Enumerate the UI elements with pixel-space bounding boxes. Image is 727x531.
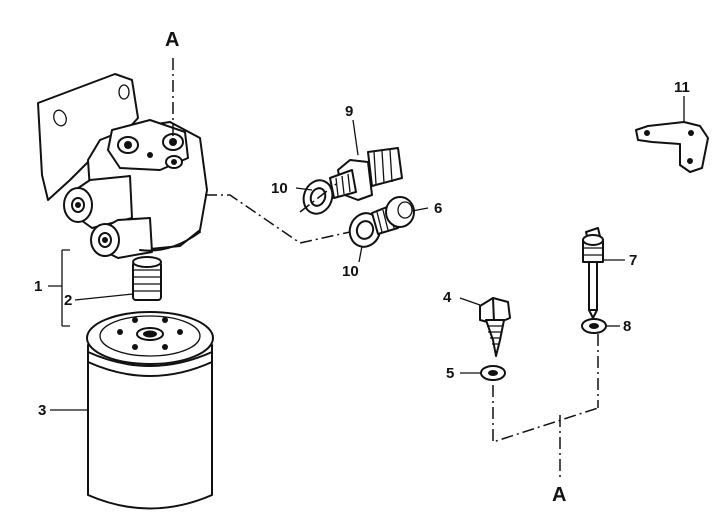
callout-8: 8 [623, 318, 631, 335]
filter-head-assembly [37, 73, 208, 259]
callout-10-upper: 10 [271, 180, 288, 197]
filter-cartridge-part-3 [86, 311, 214, 510]
plug-part-6 [371, 196, 415, 235]
sensor-part-7 [582, 227, 604, 319]
callout-1: 1 [34, 278, 42, 295]
nipple-part-2 [132, 256, 162, 301]
callout-6: 6 [434, 200, 442, 217]
bracket-part-11 [635, 121, 709, 173]
callout-a-bottom: A [552, 484, 566, 506]
callout-5: 5 [446, 365, 454, 382]
callout-3: 3 [38, 402, 46, 419]
callout-labels: A A 1 2 3 4 5 6 7 8 9 10 10 11 [34, 29, 690, 506]
callout-2: 2 [64, 292, 72, 309]
washer-part-8 [581, 318, 607, 334]
leader-lines [48, 96, 685, 411]
bolt-part-4 [479, 297, 511, 357]
callout-4: 4 [443, 289, 452, 306]
fitting-part-9 [329, 147, 403, 201]
callout-10-lower: 10 [342, 263, 359, 280]
callout-a-top: A [165, 29, 179, 51]
washer-upper-part-10 [302, 179, 334, 215]
callout-9: 9 [345, 103, 353, 120]
assembly-centerlines [172, 58, 599, 478]
callout-11: 11 [674, 79, 690, 96]
washer-lower-part-10 [348, 212, 382, 248]
callout-7: 7 [629, 252, 637, 269]
washer-part-5 [480, 365, 506, 381]
